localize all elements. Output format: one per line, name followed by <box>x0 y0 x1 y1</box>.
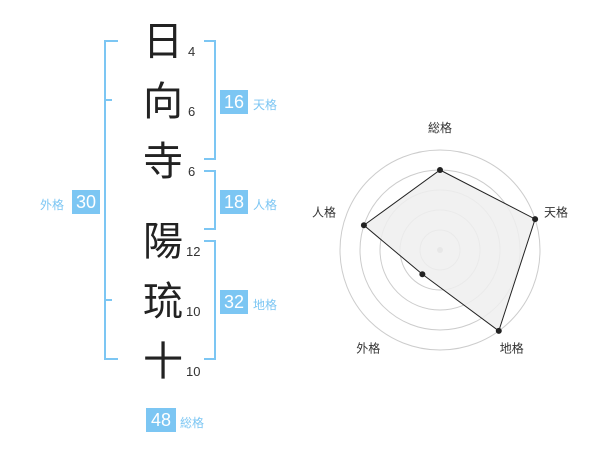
radar-area <box>363 169 536 332</box>
name-char-1: 日 <box>143 19 183 65</box>
stroke-count-6: 10 <box>186 364 201 379</box>
stroke-count-2: 6 <box>188 104 196 119</box>
chikaku-value: 32 <box>220 290 248 314</box>
radar-axis-label-3: 地格 <box>500 341 524 356</box>
bracket-tick <box>104 299 112 301</box>
radar-points <box>360 167 539 334</box>
radar-point-2 <box>532 216 539 223</box>
radar-point-5 <box>360 222 367 229</box>
name-char-3: 寺 <box>143 139 183 185</box>
radar-point-3 <box>495 327 502 334</box>
stroke-count-4: 12 <box>186 244 201 259</box>
soukaku-value: 48 <box>146 408 176 432</box>
gaikaku-bracket <box>104 40 118 360</box>
name-char-5: 琉 <box>143 279 183 325</box>
tenkaku-bracket <box>204 40 216 160</box>
chikaku-label: 地格 <box>253 298 278 312</box>
stroke-count-5: 10 <box>186 304 201 319</box>
gaikaku-value: 30 <box>72 190 100 214</box>
jinkaku-bracket <box>204 170 216 230</box>
stroke-count-3: 6 <box>188 164 196 179</box>
radar-axis-label-5: 人格 <box>312 204 336 219</box>
jinkaku-value: 18 <box>220 190 248 214</box>
soukaku-label: 総格 <box>180 416 205 430</box>
radar-point-4 <box>419 271 426 278</box>
gaikaku-label: 外格 <box>40 198 65 212</box>
name-char-2: 向 <box>143 79 183 125</box>
radar-axis-label-4: 外格 <box>356 341 380 356</box>
stroke-count-1: 4 <box>188 44 196 59</box>
tenkaku-label: 天格 <box>253 98 278 112</box>
radar-point-1 <box>437 167 443 173</box>
radar-axis-label-1: 総格 <box>428 120 452 135</box>
radar-grid-ring <box>339 149 541 351</box>
jinkaku-label: 人格 <box>253 198 278 212</box>
name-char-4: 陽 <box>143 219 183 265</box>
name-char-6: 十 <box>143 339 183 385</box>
bracket-tick <box>104 99 112 101</box>
tenkaku-value: 16 <box>220 90 248 114</box>
chikaku-bracket <box>204 240 216 360</box>
radar-axis-label-2: 天格 <box>544 204 568 219</box>
